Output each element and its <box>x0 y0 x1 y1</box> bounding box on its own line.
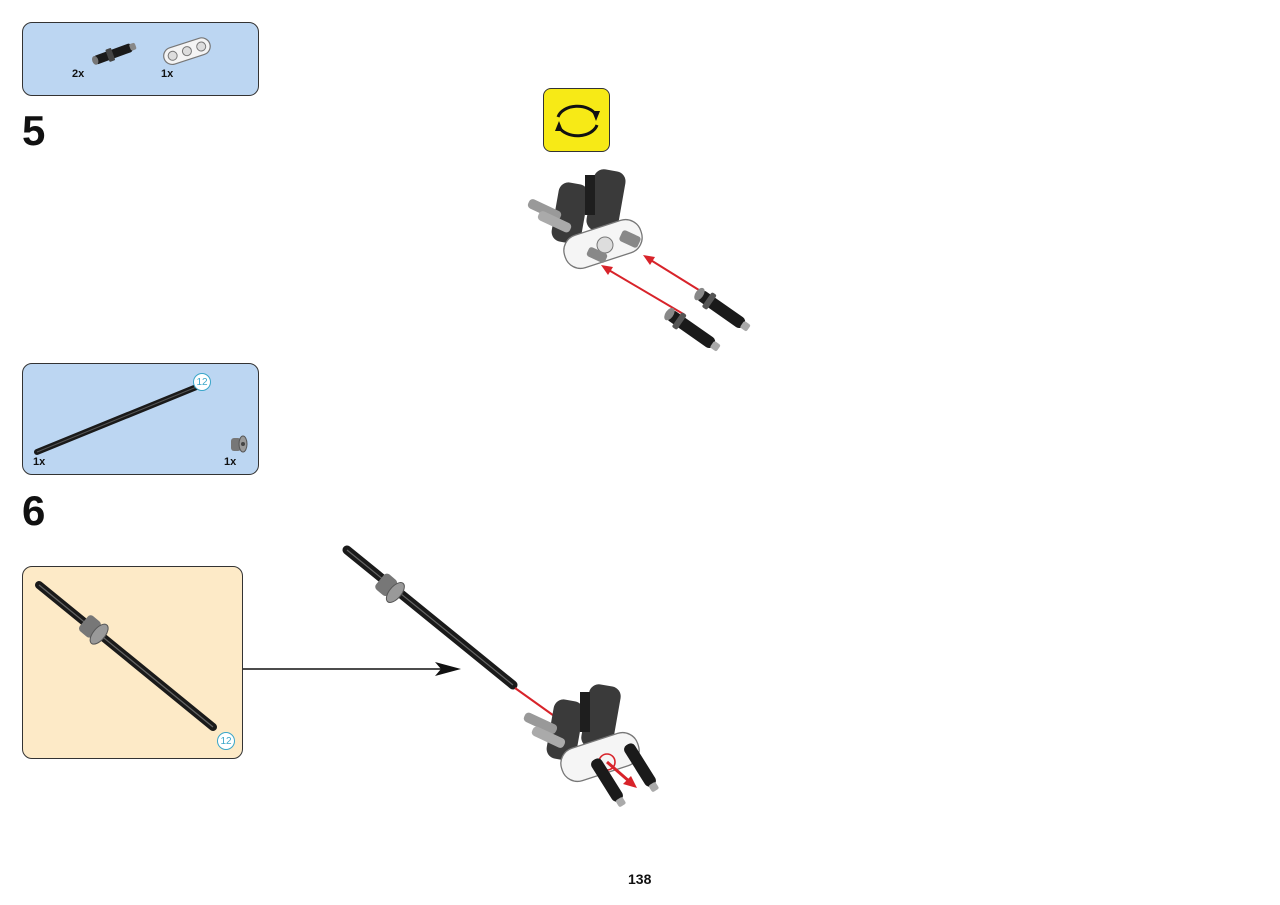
long-pin-part-1 <box>664 307 721 352</box>
bush-icon <box>231 435 248 453</box>
page-number: 138 <box>628 871 652 887</box>
beam-3-icon <box>163 37 211 66</box>
insert-arrow-axle <box>514 687 558 719</box>
white-beam-part <box>563 218 643 270</box>
rotate-model-icon <box>543 88 610 152</box>
step5-part-qty-1: 2x <box>72 68 85 80</box>
axle-length-badge: 12 <box>193 373 211 391</box>
step6-part-qty-1: 1x <box>33 456 46 468</box>
callout-arrow <box>243 662 461 676</box>
long-pin-icon <box>92 42 137 65</box>
frame-part <box>527 169 626 244</box>
axle-part <box>342 545 518 690</box>
axle-12-icon <box>34 383 202 455</box>
step6-assembly-illustration <box>342 545 659 807</box>
step5-parts-list: 2x 1x <box>22 22 259 96</box>
step5-assembly-illustration <box>527 169 751 352</box>
step6-submodel-callout: 12 <box>22 566 243 759</box>
step5-number: 5 <box>22 107 46 154</box>
axle-with-bush-submodel <box>35 581 217 731</box>
long-pin-part-2 <box>694 287 751 332</box>
submodel-length-badge: 12 <box>217 732 235 750</box>
step6-number: 6 <box>22 487 46 534</box>
frame-part <box>523 684 621 761</box>
insert-arrow-bush <box>606 760 631 784</box>
step6-part-qty-2: 1x <box>224 456 237 468</box>
step5-part-qty-2: 1x <box>161 68 174 80</box>
step6-parts-list: 12 1x 1x <box>22 363 259 475</box>
insert-arrow-1 <box>606 268 686 316</box>
